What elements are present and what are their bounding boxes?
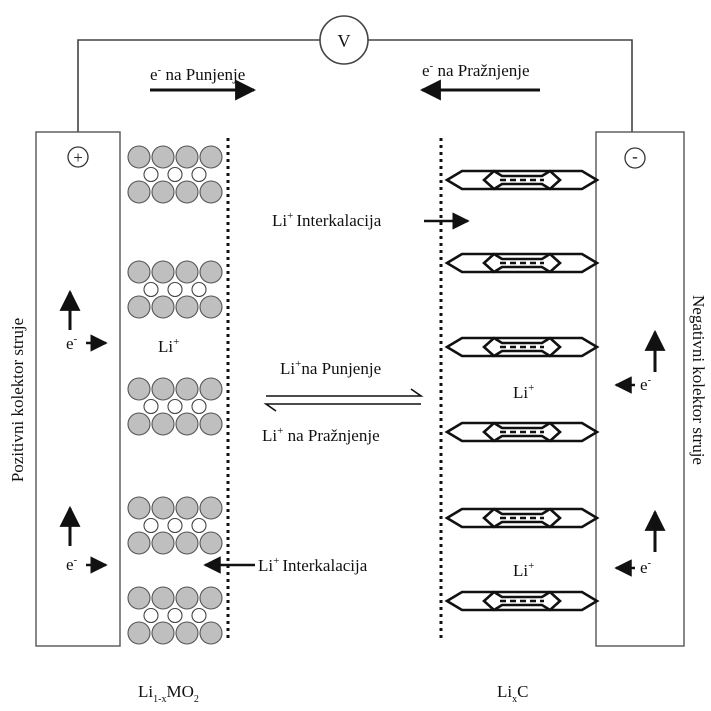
intercalation-label-top: Li+Interkalacija — [272, 210, 382, 230]
cathode-layer — [127, 260, 223, 319]
electron-arrows-right: e- e- — [614, 329, 666, 577]
cathode-layer — [127, 586, 223, 645]
li-ion-label-cathode: Li+ — [158, 336, 179, 356]
electron-label-right-1: e- — [640, 374, 652, 394]
graphite-sheet — [444, 590, 600, 612]
anode-formula: LixC — [497, 682, 528, 705]
negative-collector — [595, 131, 685, 647]
graphite-sheet — [444, 507, 600, 529]
svg-text:+: + — [73, 148, 83, 167]
intercalation-label-bottom: Li+Interkalacija — [258, 555, 368, 575]
graphite-sheet — [444, 421, 600, 443]
svg-text:-: - — [632, 147, 638, 166]
electron-arrows-left: e- e- — [59, 289, 108, 574]
li-ion-label-anode-2: Li+ — [513, 560, 534, 580]
discharging-label: Li+ na Pražnjenje — [262, 425, 380, 445]
equilibrium-arrows — [263, 388, 424, 412]
electron-label-right-2: e- — [640, 557, 652, 577]
positive-collector-label: Pozitivni kolektor struje — [8, 318, 27, 482]
charge-electron-label: e- na Punjenje — [150, 64, 245, 84]
voltmeter: V — [319, 15, 369, 65]
cathode-formula: Li1-xMO2 — [138, 682, 199, 705]
discharge-electron-label: e- na Pražnjenje — [422, 60, 530, 80]
minus-sign-icon — [624, 147, 646, 169]
graphite-layers — [444, 169, 600, 612]
graphite-sheet — [444, 169, 600, 191]
li-ion-label-anode-1: Li+ — [513, 382, 534, 402]
plus-sign-icon — [67, 146, 89, 168]
cathode-layer — [127, 377, 223, 436]
cathode-layers — [127, 145, 223, 645]
electron-label-left-2: e- — [66, 554, 78, 574]
voltmeter-label: V — [338, 31, 351, 51]
cathode-layer — [127, 496, 223, 555]
circuit-wire — [77, 39, 633, 132]
negative-collector-label: Negativni kolektor struje — [689, 295, 708, 465]
electron-label-left-1: e- — [66, 333, 78, 353]
cathode-layer — [127, 145, 223, 204]
charging-label: Li+na Punjenje — [280, 358, 381, 378]
positive-collector — [35, 131, 121, 647]
graphite-sheet — [444, 252, 600, 274]
graphite-sheet — [444, 336, 600, 358]
